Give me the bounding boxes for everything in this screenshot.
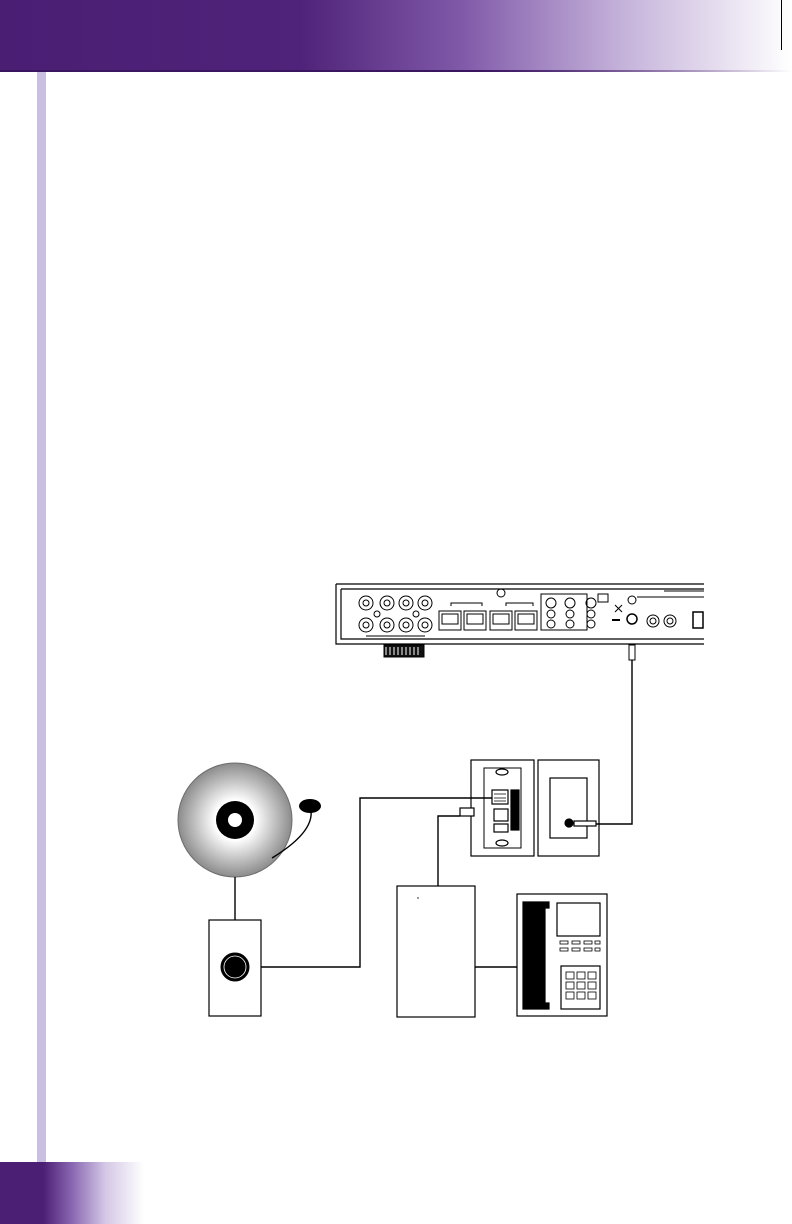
telephone [517, 894, 607, 1016]
rj45-port-group [439, 603, 537, 630]
telephone-icon [523, 902, 549, 1009]
rca-jack-group [359, 596, 432, 636]
rj-jack-icon [460, 808, 474, 816]
phone-line-wire [438, 816, 460, 886]
audio-cable [596, 660, 632, 824]
mono-plug-icon [574, 821, 596, 826]
interface-module [460, 760, 534, 856]
audio-wall-plate [538, 760, 599, 856]
phone-system [397, 886, 475, 1017]
doorbell [178, 763, 321, 877]
push-button-icon [221, 953, 249, 981]
receiver-rear-panel [336, 584, 704, 657]
doorbell-button [209, 920, 261, 1016]
